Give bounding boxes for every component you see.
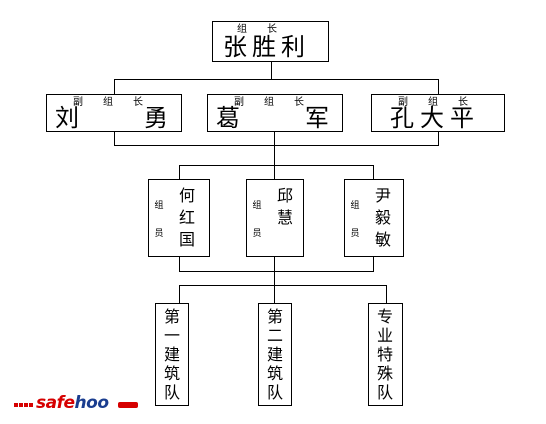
leader-box: 组 长 张胜利 — [212, 21, 329, 62]
deputy-name-part: 葛 — [216, 104, 240, 132]
connector-member-bus-top — [179, 165, 374, 166]
team-box-3: 专业特殊队 — [368, 303, 403, 406]
member-box-3: 组员 尹毅敏 — [344, 179, 404, 257]
connector-team-right — [386, 285, 387, 303]
deputy-role: 副 组 长 — [398, 97, 468, 108]
member-role: 组员 — [154, 201, 164, 239]
team-label: 专业特殊队 — [376, 307, 393, 402]
member-box-2: 组员 邱 慧 — [246, 179, 310, 257]
connector-deputy-left-down — [114, 131, 115, 145]
logo-text: safehoo — [36, 393, 109, 413]
member-role: 组员 — [350, 201, 360, 239]
connector-team-left — [179, 285, 180, 303]
connector-deputy-left-up — [114, 79, 115, 94]
connector-member-left-up — [179, 165, 180, 179]
connector-member-bus-bottom — [179, 271, 374, 272]
team-label: 第一建筑队 — [163, 307, 180, 402]
deputy-role: 副 组 长 — [234, 97, 304, 108]
connector-team-bus — [179, 285, 387, 286]
deputy-role: 副 组 长 — [73, 97, 143, 108]
logo-dotcom-mark — [118, 402, 138, 408]
team-label: 第二建筑队 — [266, 307, 283, 402]
deputy-name-part: 勇 — [144, 104, 168, 132]
connector-leader-down — [271, 61, 272, 79]
member-name: 邱 慧 — [276, 186, 310, 227]
connector-deputy-bus-bottom — [114, 145, 439, 146]
leader-name: 张胜利 — [223, 33, 310, 61]
deputy-name-part: 军 — [305, 104, 329, 132]
deputy-box-3: 副 组 长 孔大平 — [371, 94, 505, 132]
member-name: 何红国 — [178, 186, 195, 249]
leader-role: 组 长 — [237, 24, 277, 35]
connector-member-right-down — [373, 256, 374, 271]
connector-deputy-right-down — [438, 131, 439, 145]
connector-member-right-up — [373, 165, 374, 179]
member-name: 尹毅敏 — [374, 186, 391, 249]
deputy-box-1: 副 组 长 刘 勇 — [46, 94, 182, 132]
deputy-name-part: 刘 — [55, 104, 79, 132]
member-box-1: 组员 何红国 — [148, 179, 210, 257]
connector-team-middle — [274, 285, 275, 303]
connector-member-left-down — [179, 256, 180, 271]
team-box-1: 第一建筑队 — [155, 303, 189, 406]
safehoo-logo: safehoo — [14, 392, 138, 414]
connector-deputy-bus-top — [114, 79, 439, 80]
connector-deputy-right-up — [438, 79, 439, 94]
deputy-name: 孔大平 — [390, 104, 480, 132]
member-role: 组员 — [252, 201, 262, 239]
deputy-box-2: 副 组 长 葛 军 — [207, 94, 343, 132]
team-box-2: 第二建筑队 — [258, 303, 292, 406]
